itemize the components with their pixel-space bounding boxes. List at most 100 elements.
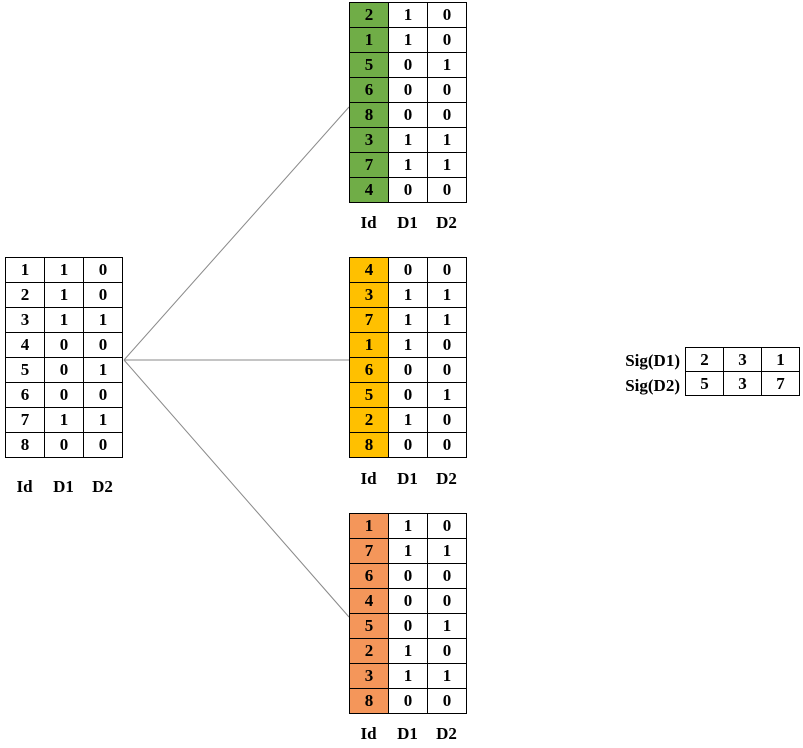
cell-d2: 0 <box>427 563 467 589</box>
header-d2: D2 <box>436 213 457 232</box>
cell-id: 3 <box>349 663 389 689</box>
permutation-3-headers: Id D1 D2 <box>349 724 466 744</box>
cell-d2: 0 <box>83 332 123 358</box>
cell-d2: 0 <box>427 588 467 614</box>
cell-d1: 1 <box>388 638 428 664</box>
cell-d1: 0 <box>44 357 84 383</box>
cell-id: 3 <box>5 307 45 333</box>
cell-id: 3 <box>349 127 389 153</box>
cell-id: 7 <box>349 538 389 564</box>
signature-cell: 3 <box>723 347 762 372</box>
permutation-1-headers: Id D1 D2 <box>349 213 466 233</box>
cell-d1: 0 <box>388 357 428 383</box>
cell-d2: 1 <box>83 407 123 433</box>
cell-id: 5 <box>5 357 45 383</box>
header-d2: D2 <box>436 469 457 488</box>
permutation-2-headers: Id D1 D2 <box>349 469 466 489</box>
cell-id: 5 <box>349 52 389 78</box>
cell-d1: 0 <box>388 257 428 283</box>
connector-line-bottom <box>123 359 350 618</box>
cell-d2: 0 <box>427 357 467 383</box>
cell-d2: 0 <box>427 638 467 664</box>
cell-d2: 0 <box>427 407 467 433</box>
signature-cell: 3 <box>723 371 762 396</box>
cell-d1: 0 <box>388 177 428 203</box>
cell-id: 4 <box>349 177 389 203</box>
header-id: Id <box>16 477 33 496</box>
cell-d1: 0 <box>388 102 428 128</box>
cell-d1: 0 <box>388 432 428 458</box>
signature-labels: Sig(D1) Sig(D2) <box>608 348 680 398</box>
cell-id: 4 <box>5 332 45 358</box>
cell-id: 1 <box>349 513 389 539</box>
cell-id: 8 <box>349 688 389 714</box>
cell-d1: 0 <box>388 588 428 614</box>
connector-line-top <box>123 106 350 361</box>
header-d1: D1 <box>397 724 418 743</box>
cell-id: 2 <box>349 2 389 28</box>
cell-id: 6 <box>349 357 389 383</box>
cell-d2: 0 <box>427 513 467 539</box>
cell-d2: 1 <box>83 307 123 333</box>
cell-d2: 1 <box>427 152 467 178</box>
cell-id: 2 <box>349 407 389 433</box>
cell-d2: 0 <box>427 257 467 283</box>
cell-d1: 1 <box>388 538 428 564</box>
cell-d2: 1 <box>427 127 467 153</box>
cell-d2: 1 <box>427 382 467 408</box>
cell-id: 8 <box>5 432 45 458</box>
cell-d1: 0 <box>388 77 428 103</box>
cell-id: 7 <box>349 152 389 178</box>
cell-d1: 1 <box>388 127 428 153</box>
header-id: Id <box>360 213 377 232</box>
cell-d1: 1 <box>388 282 428 308</box>
cell-id: 5 <box>349 382 389 408</box>
cell-d2: 1 <box>427 52 467 78</box>
cell-id: 2 <box>5 282 45 308</box>
cell-d1: 0 <box>388 613 428 639</box>
cell-d1: 1 <box>44 282 84 308</box>
cell-id: 4 <box>349 588 389 614</box>
cell-d2: 0 <box>83 257 123 283</box>
cell-id: 4 <box>349 257 389 283</box>
cell-d2: 0 <box>427 688 467 714</box>
cell-d1: 1 <box>44 257 84 283</box>
cell-d1: 1 <box>388 307 428 333</box>
original-matrix-headers: Id D1 D2 <box>5 477 122 497</box>
cell-d2: 1 <box>427 663 467 689</box>
cell-d1: 0 <box>44 332 84 358</box>
cell-id: 1 <box>349 332 389 358</box>
cell-d1: 1 <box>388 407 428 433</box>
header-d2: D2 <box>92 477 113 496</box>
cell-id: 6 <box>349 77 389 103</box>
cell-d1: 0 <box>44 382 84 408</box>
signature-cell: 1 <box>761 347 800 372</box>
